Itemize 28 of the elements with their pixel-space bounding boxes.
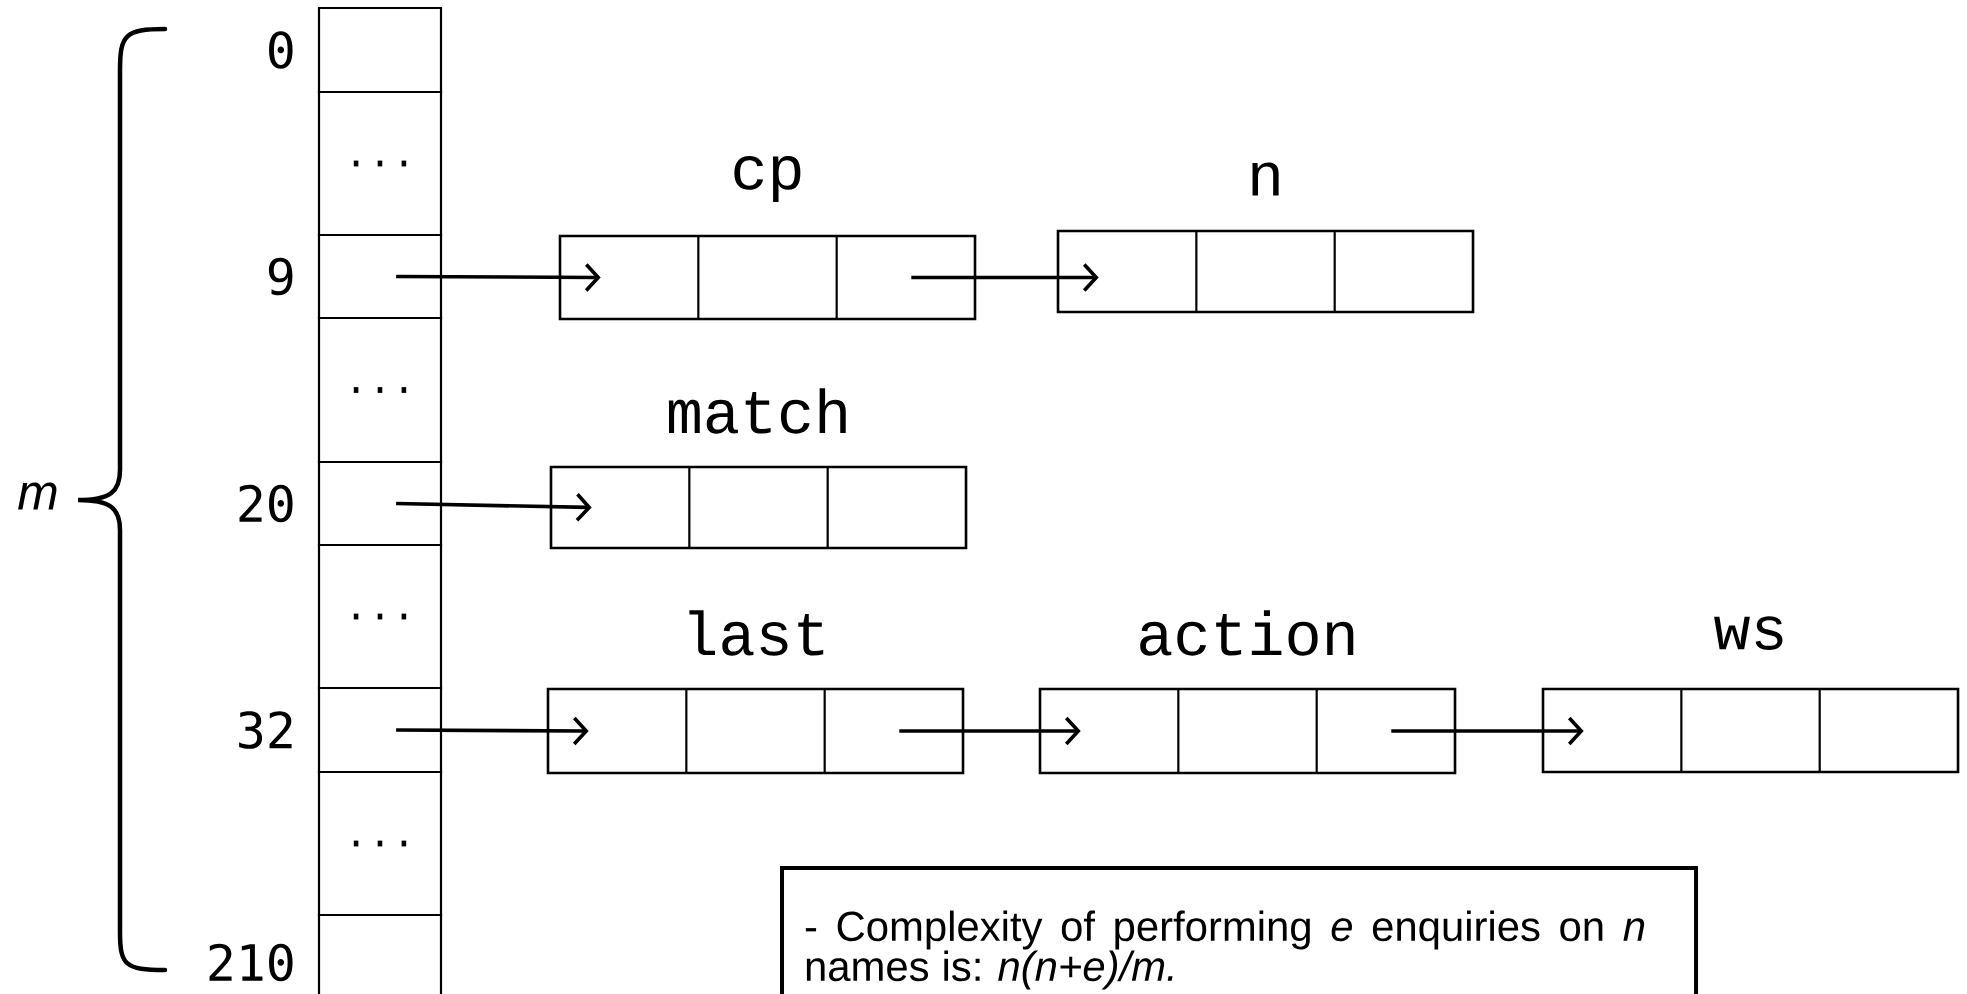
arrow bbox=[396, 716, 589, 746]
index-number: 210 bbox=[209, 943, 293, 982]
table-cell bbox=[317, 913, 443, 994]
brace-label: m bbox=[18, 482, 57, 510]
record-label: n bbox=[1252, 162, 1279, 196]
index-number: 20 bbox=[239, 484, 293, 523]
arrow bbox=[899, 716, 1081, 746]
arrow bbox=[396, 493, 592, 522]
table-cell bbox=[317, 233, 443, 320]
note-box: - Complexity of performing e enquiries on n names is: n(n+e)/m. bbox=[780, 866, 1699, 994]
table-cell: ... bbox=[317, 316, 443, 464]
index-number: 0 bbox=[269, 31, 293, 69]
table-cell: ... bbox=[317, 543, 443, 690]
table-cell: ... bbox=[317, 90, 443, 237]
record-label: match bbox=[668, 388, 846, 434]
table-cell bbox=[317, 460, 443, 547]
record-label: last bbox=[689, 610, 824, 656]
table-cell bbox=[317, 6, 443, 94]
arrow bbox=[911, 263, 1099, 292]
table-cell bbox=[317, 686, 443, 774]
record-label: cp bbox=[734, 155, 801, 203]
index-number: 32 bbox=[239, 711, 292, 749]
arrow bbox=[1391, 716, 1584, 746]
arrow bbox=[396, 263, 601, 292]
record-label: ws bbox=[1714, 616, 1783, 650]
table-cell: ... bbox=[317, 770, 443, 917]
record-label: action bbox=[1140, 610, 1354, 656]
index-number: 9 bbox=[268, 257, 293, 296]
